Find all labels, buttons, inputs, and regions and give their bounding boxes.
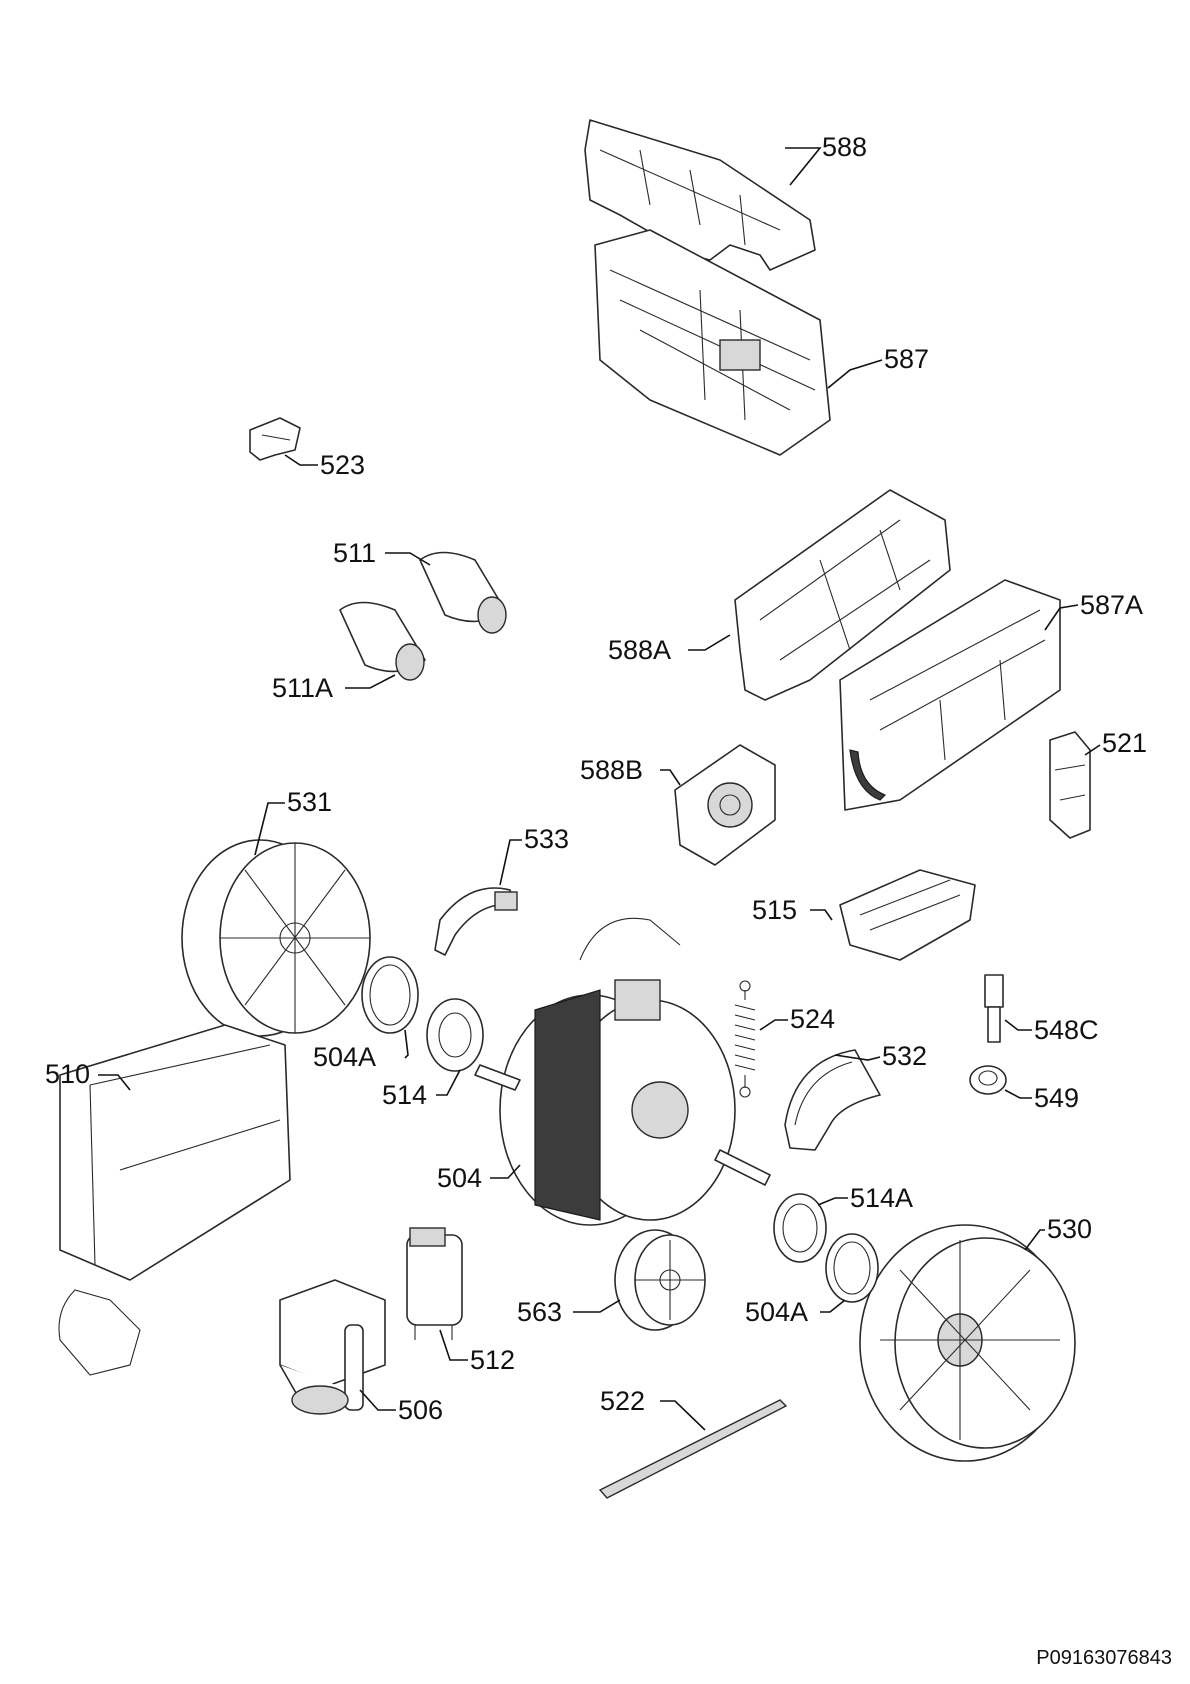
part-504a-ring-bottom[interactable] xyxy=(825,1233,879,1303)
part-548c-sensor[interactable] xyxy=(984,974,1004,1043)
callout-504a-top: 504A xyxy=(313,1042,376,1072)
leader-548c xyxy=(1004,1019,1032,1031)
leader-504a-top xyxy=(404,1029,409,1059)
part-506-pump[interactable] xyxy=(279,1279,386,1415)
callout-512: 512 xyxy=(470,1345,515,1375)
part-514a-bearing[interactable] xyxy=(773,1193,827,1263)
leader-587 xyxy=(827,359,883,389)
part-588a-frame[interactable] xyxy=(734,489,951,701)
leader-533 xyxy=(499,839,522,886)
leader-588a xyxy=(688,634,731,651)
callout-522: 522 xyxy=(600,1386,645,1416)
leader-549 xyxy=(1004,1089,1032,1099)
callout-511: 511 xyxy=(333,538,376,568)
leader-532 xyxy=(834,1054,881,1061)
callout-511a: 511A xyxy=(272,673,333,703)
part-515-sensor[interactable] xyxy=(839,869,976,961)
part-523-clip[interactable] xyxy=(249,417,301,461)
callout-563: 563 xyxy=(517,1297,562,1327)
leader-506 xyxy=(359,1389,396,1411)
part-588-cover[interactable] xyxy=(584,119,816,271)
part-587a-display-board[interactable] xyxy=(839,579,1061,811)
callout-521: 521 xyxy=(1102,728,1147,758)
leader-514 xyxy=(436,1069,461,1096)
callout-523: 523 xyxy=(320,450,365,480)
leader-511a xyxy=(345,674,396,689)
leader-510 xyxy=(98,1074,131,1091)
callout-587a: 587A xyxy=(1080,590,1143,620)
leader-514a xyxy=(817,1197,848,1206)
callout-548c: 548C xyxy=(1034,1015,1099,1045)
part-587-control-board[interactable] xyxy=(594,229,831,456)
callout-588b: 588B xyxy=(580,755,643,785)
part-522-heater-strip[interactable] xyxy=(598,1399,788,1499)
document-id: P09163076843 xyxy=(1036,1647,1172,1669)
leader-512 xyxy=(439,1329,468,1361)
leader-511 xyxy=(385,552,431,566)
part-531-fan[interactable] xyxy=(181,839,371,1037)
callout-588: 588 xyxy=(822,132,867,162)
callout-504: 504 xyxy=(437,1163,482,1193)
part-524-spring[interactable] xyxy=(734,980,756,1098)
callout-532: 532 xyxy=(882,1041,927,1071)
leader-504 xyxy=(490,1164,521,1179)
leader-531 xyxy=(254,802,285,856)
callout-530: 530 xyxy=(1047,1214,1092,1244)
leader-515 xyxy=(810,909,833,921)
callout-514: 514 xyxy=(382,1080,427,1110)
leader-521 xyxy=(1084,744,1101,756)
part-532-shield[interactable] xyxy=(784,1049,881,1151)
part-514-bearing[interactable] xyxy=(426,998,484,1072)
part-588b-selector[interactable] xyxy=(674,744,776,866)
leader-587a xyxy=(1044,604,1079,631)
part-504-motor[interactable] xyxy=(474,917,771,1226)
callout-515: 515 xyxy=(752,895,797,925)
leader-522 xyxy=(660,1400,706,1431)
part-511-capacitor[interactable] xyxy=(419,551,507,634)
part-563-pulley[interactable] xyxy=(614,1229,706,1331)
part-533-bracket[interactable] xyxy=(434,887,518,956)
callout-510: 510 xyxy=(45,1059,90,1089)
part-512-filter[interactable] xyxy=(406,1227,463,1340)
leader-563 xyxy=(573,1299,621,1313)
part-521-door-lock[interactable] xyxy=(1049,731,1091,839)
callout-514a: 514A xyxy=(850,1183,913,1213)
part-510-heater-housing[interactable] xyxy=(58,1024,291,1376)
callout-587: 587 xyxy=(884,344,929,374)
leader-530 xyxy=(1024,1229,1045,1251)
callout-506: 506 xyxy=(398,1395,443,1425)
callout-524: 524 xyxy=(790,1004,835,1034)
part-511a-capacitor[interactable] xyxy=(339,601,426,681)
part-530-fan[interactable] xyxy=(859,1224,1076,1462)
leader-588b xyxy=(660,769,681,786)
callout-588a: 588A xyxy=(608,635,671,665)
callout-533: 533 xyxy=(524,824,569,854)
callout-531: 531 xyxy=(287,787,332,817)
callout-504a-bottom: 504A xyxy=(745,1297,808,1327)
leader-504a-bottom xyxy=(820,1299,846,1313)
part-549-nut[interactable] xyxy=(969,1065,1007,1095)
leader-588 xyxy=(785,147,822,186)
callout-549: 549 xyxy=(1034,1083,1079,1113)
leader-523 xyxy=(284,454,318,466)
part-504a-ring-top[interactable] xyxy=(361,956,419,1034)
leader-524 xyxy=(759,1019,788,1031)
